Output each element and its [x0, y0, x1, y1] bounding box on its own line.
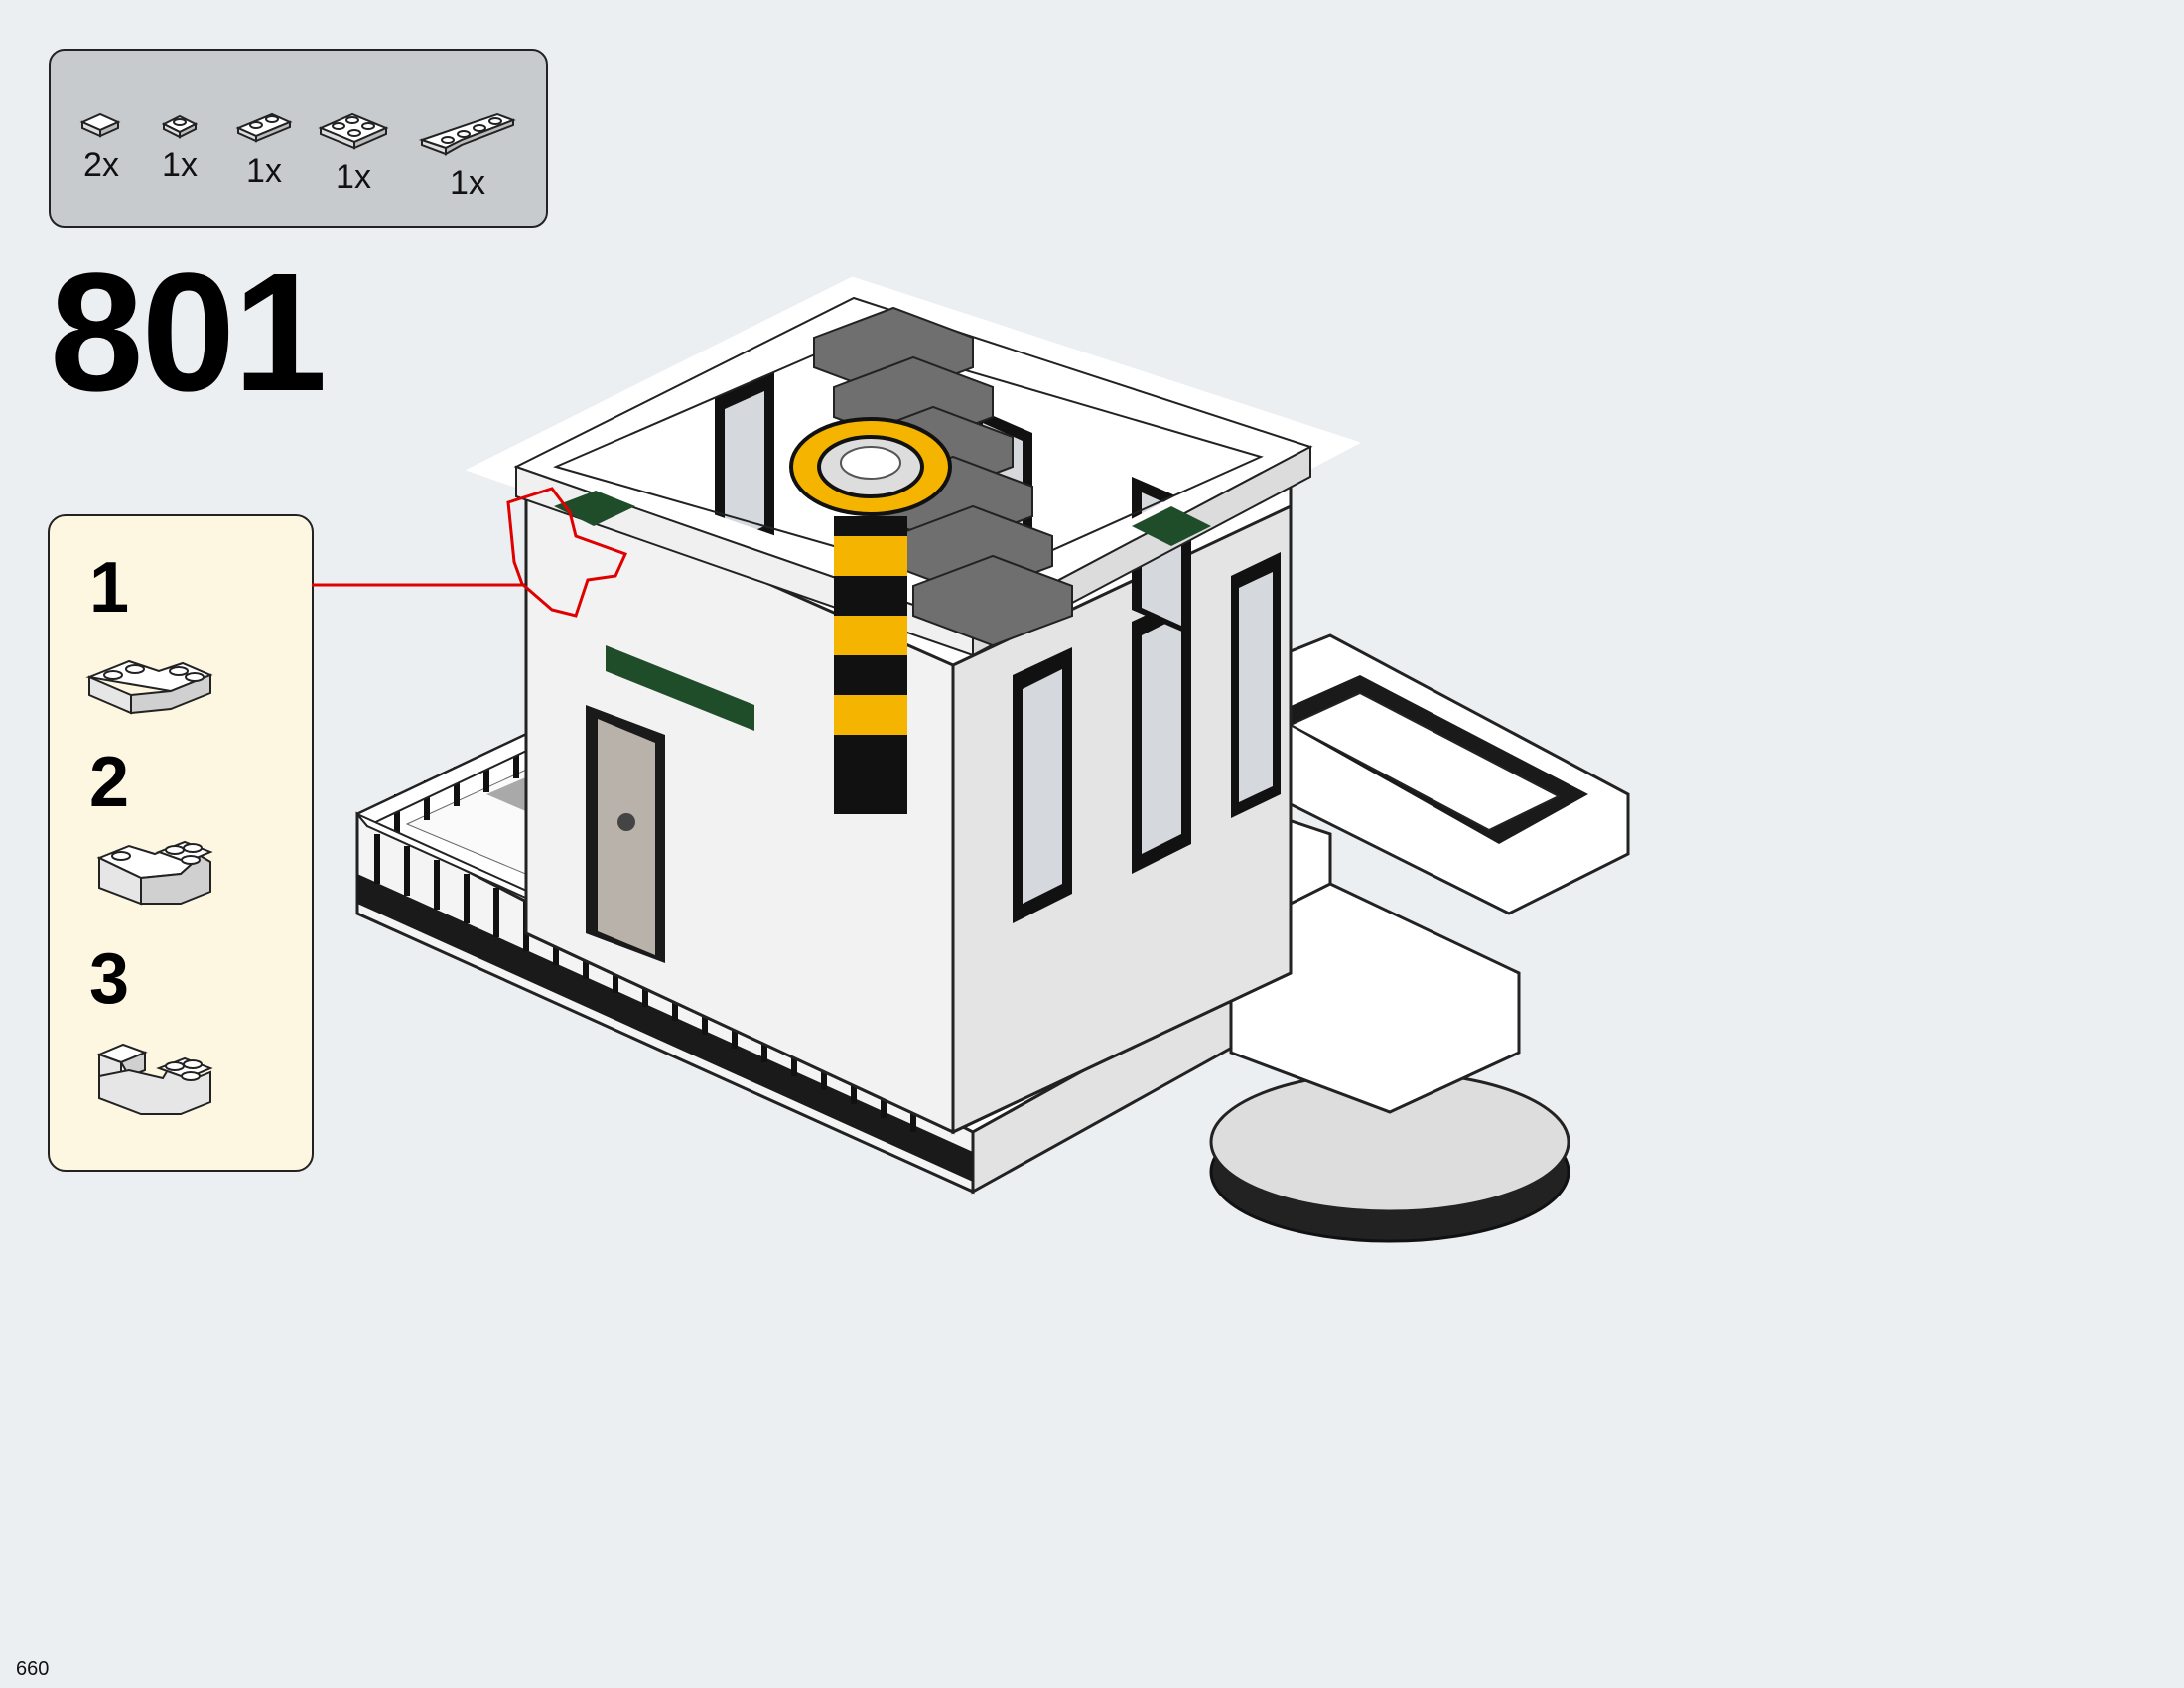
substep-number: 1 — [89, 548, 130, 628]
part-item: 1x — [317, 110, 390, 194]
substep: 1 — [85, 548, 258, 727]
sub-assembly-panel: 1 2 3 — [48, 514, 314, 1172]
subassembly-1-illustration — [85, 659, 213, 715]
step-number: 801 — [50, 238, 328, 427]
part-item: 1x — [234, 110, 294, 188]
plate-wedge-icon — [418, 112, 516, 156]
part-qty: 1x — [162, 146, 198, 184]
substep-number: 3 — [89, 939, 130, 1019]
plate-1x2-icon — [235, 112, 293, 143]
parts-list: 2x 1x 1x 1x — [49, 49, 548, 228]
substep: 2 — [89, 747, 268, 917]
part-item: 1x — [418, 110, 517, 200]
part-qty: 1x — [450, 164, 485, 202]
lamp-column — [789, 417, 952, 814]
subassembly-2-illustration — [96, 840, 213, 906]
part-qty: 2x — [83, 146, 119, 184]
substep: 3 — [89, 943, 268, 1124]
part-qty: 1x — [336, 158, 371, 196]
model-illustration — [355, 276, 1630, 1243]
part-item: 2x — [78, 110, 124, 182]
part-qty: 1x — [246, 152, 282, 190]
substep-number: 2 — [89, 743, 130, 822]
building-walls — [524, 296, 1293, 1135]
highlighted-part-outline — [506, 487, 628, 618]
plate-1x1-icon — [161, 114, 199, 139]
tile-1x1-icon — [79, 112, 121, 138]
part-item: 1x — [160, 110, 200, 182]
subassembly-3-illustration — [96, 1043, 213, 1115]
page-number: 660 — [16, 1658, 50, 1680]
plate-2x2-icon — [318, 112, 389, 150]
round-balcony — [1209, 882, 1570, 1243]
